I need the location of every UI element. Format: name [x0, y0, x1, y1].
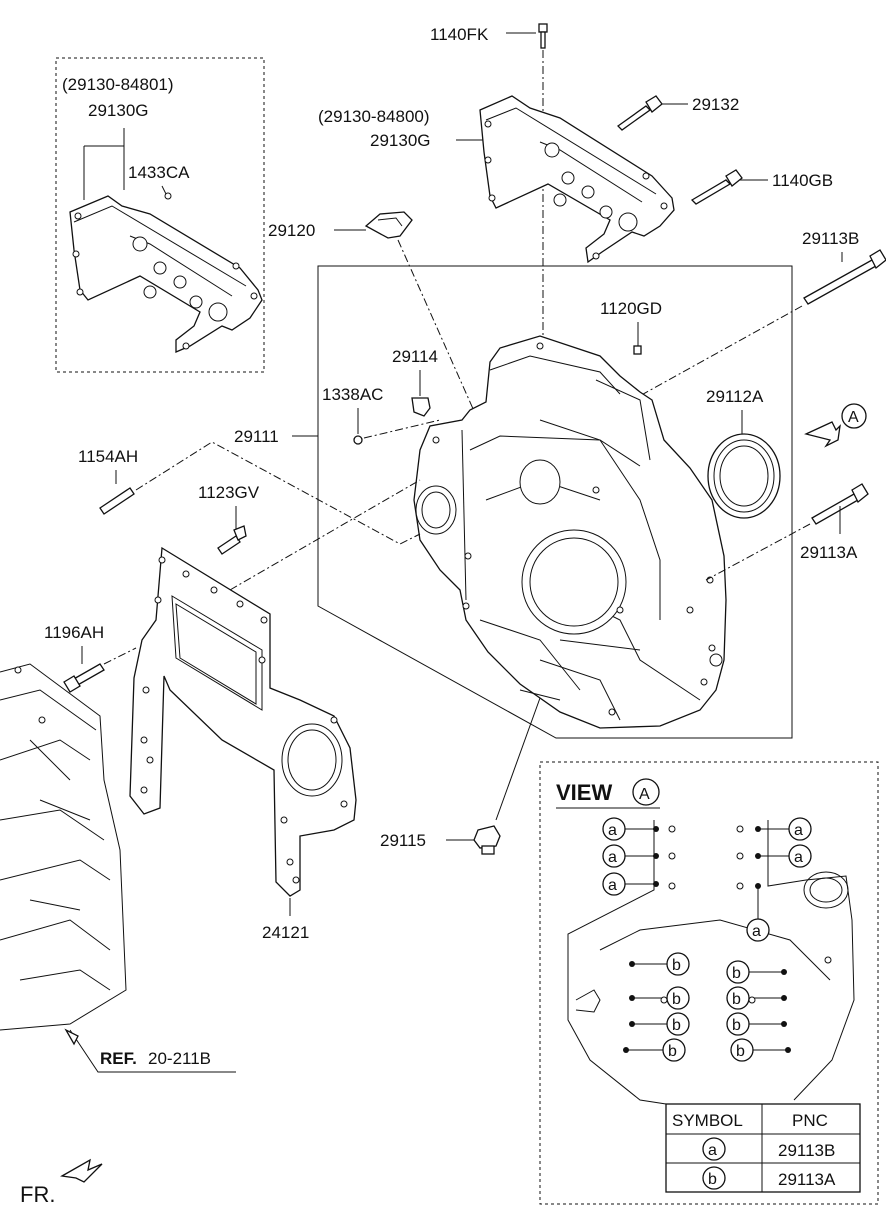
label-1120gd: 1120GD [600, 299, 662, 318]
label-1154ah: 1154AH [78, 447, 138, 466]
assembly-box-29111 [317, 265, 793, 739]
gasket-plate-24121 [129, 546, 357, 897]
dashline-1338ac [363, 419, 441, 439]
dashline-1154ah [135, 441, 421, 545]
svg-text:a: a [608, 849, 617, 866]
view-arrow-letter: A [848, 409, 859, 426]
front-label: FR. [20, 1182, 55, 1207]
view-a-markers: a a a a a a [602, 817, 812, 942]
svg-text:b: b [672, 957, 681, 974]
dashline-gasket [229, 479, 421, 591]
svg-text:b: b [732, 965, 741, 982]
plug-1338ac [353, 435, 363, 445]
svg-text:a: a [794, 822, 803, 839]
label-29111: 29111 [234, 427, 279, 446]
bolt-1140fk [538, 23, 548, 49]
leader-29115-dash [495, 697, 541, 821]
front-arrow [60, 1158, 103, 1183]
view-arrow-circle [841, 403, 867, 429]
mount-part-29120 [364, 211, 413, 239]
table-row-2-symbol: b [708, 1171, 717, 1188]
svg-text:a: a [794, 849, 803, 866]
label-1140gb: 1140GB [772, 171, 833, 190]
ref-arrowhead [64, 1028, 79, 1046]
label-29130-84801: (29130-84801) [62, 75, 174, 94]
bracket-part-right [479, 95, 675, 264]
label-29112a: 29112A [706, 387, 764, 406]
view-title-circle [632, 778, 660, 806]
label-29115: 29115 [380, 831, 426, 850]
table-header-pnc: PNC [792, 1111, 828, 1130]
view-title-letter: A [639, 786, 650, 803]
engine-block-ref [0, 663, 127, 1031]
label-1338ac: 1338AC [322, 385, 383, 404]
dashline-29113a [705, 523, 811, 581]
bolt-29113a [811, 483, 869, 525]
table-row-1-symbol: a [708, 1142, 717, 1159]
bolt-1140gb [690, 169, 743, 205]
view-a-panel [539, 761, 879, 1205]
label-29114: 29114 [392, 347, 438, 366]
bolt-1196ah [63, 663, 105, 693]
variant-box-left [55, 57, 265, 373]
svg-text:b: b [668, 1043, 677, 1060]
bolt-29132 [616, 95, 663, 131]
label-1123gv: 1123GV [198, 483, 260, 502]
sensor-29114 [411, 397, 431, 417]
view-arrow [804, 421, 841, 448]
table-row-1-pnc: 29113B [778, 1141, 835, 1160]
dashline-29120 [397, 239, 479, 421]
flywheel-housing-29111 [413, 335, 727, 729]
svg-text:b: b [672, 991, 681, 1008]
label-29130g-right: 29130G [370, 131, 431, 150]
leader-29130g-left [83, 128, 125, 200]
bracket-part-left [69, 192, 263, 353]
label-29130g-left: 29130G [88, 101, 149, 120]
label-1196ah: 1196AH [44, 623, 104, 642]
label-1433ca: 1433CA [128, 163, 190, 182]
label-29113a: 29113A [800, 543, 858, 562]
label-29130-84800: (29130-84800) [318, 107, 430, 126]
bolt-1120gd [633, 345, 642, 355]
view-housing-outline [567, 820, 855, 1105]
svg-text:b: b [732, 991, 741, 1008]
label-24121: 24121 [262, 923, 309, 942]
table-header-symbol: SYMBOL [672, 1111, 743, 1130]
label-29132: 29132 [692, 95, 739, 114]
bolt-1123gv [217, 525, 247, 555]
svg-text:a: a [752, 923, 761, 940]
svg-text:b: b [736, 1043, 745, 1060]
svg-text:a: a [608, 822, 617, 839]
svg-text:b: b [672, 1017, 681, 1034]
label-29113b: 29113B [802, 229, 859, 248]
label-29120: 29120 [268, 221, 315, 240]
view-title: VIEW [556, 780, 612, 805]
dashline-1196ah [103, 647, 137, 665]
svg-text:a: a [608, 877, 617, 894]
ref-label-number: 20-211B [148, 1049, 211, 1068]
oil-seal-29112a [707, 433, 781, 519]
svg-text:b: b [732, 1017, 741, 1034]
ref-leader [69, 1029, 236, 1073]
drain-plug-29115 [473, 825, 501, 855]
view-b-markers: b b b b b b b b [623, 952, 832, 1062]
ref-label-bold: REF. [100, 1049, 137, 1068]
table-row-2-pnc: 29113A [778, 1170, 836, 1189]
stud-1154ah [99, 487, 135, 515]
symbol-pnc-table: SYMBOL PNC a 29113B b 29113A [665, 1103, 861, 1193]
bolt-29113b [803, 249, 886, 305]
label-1140fk: 1140FK [430, 25, 489, 44]
